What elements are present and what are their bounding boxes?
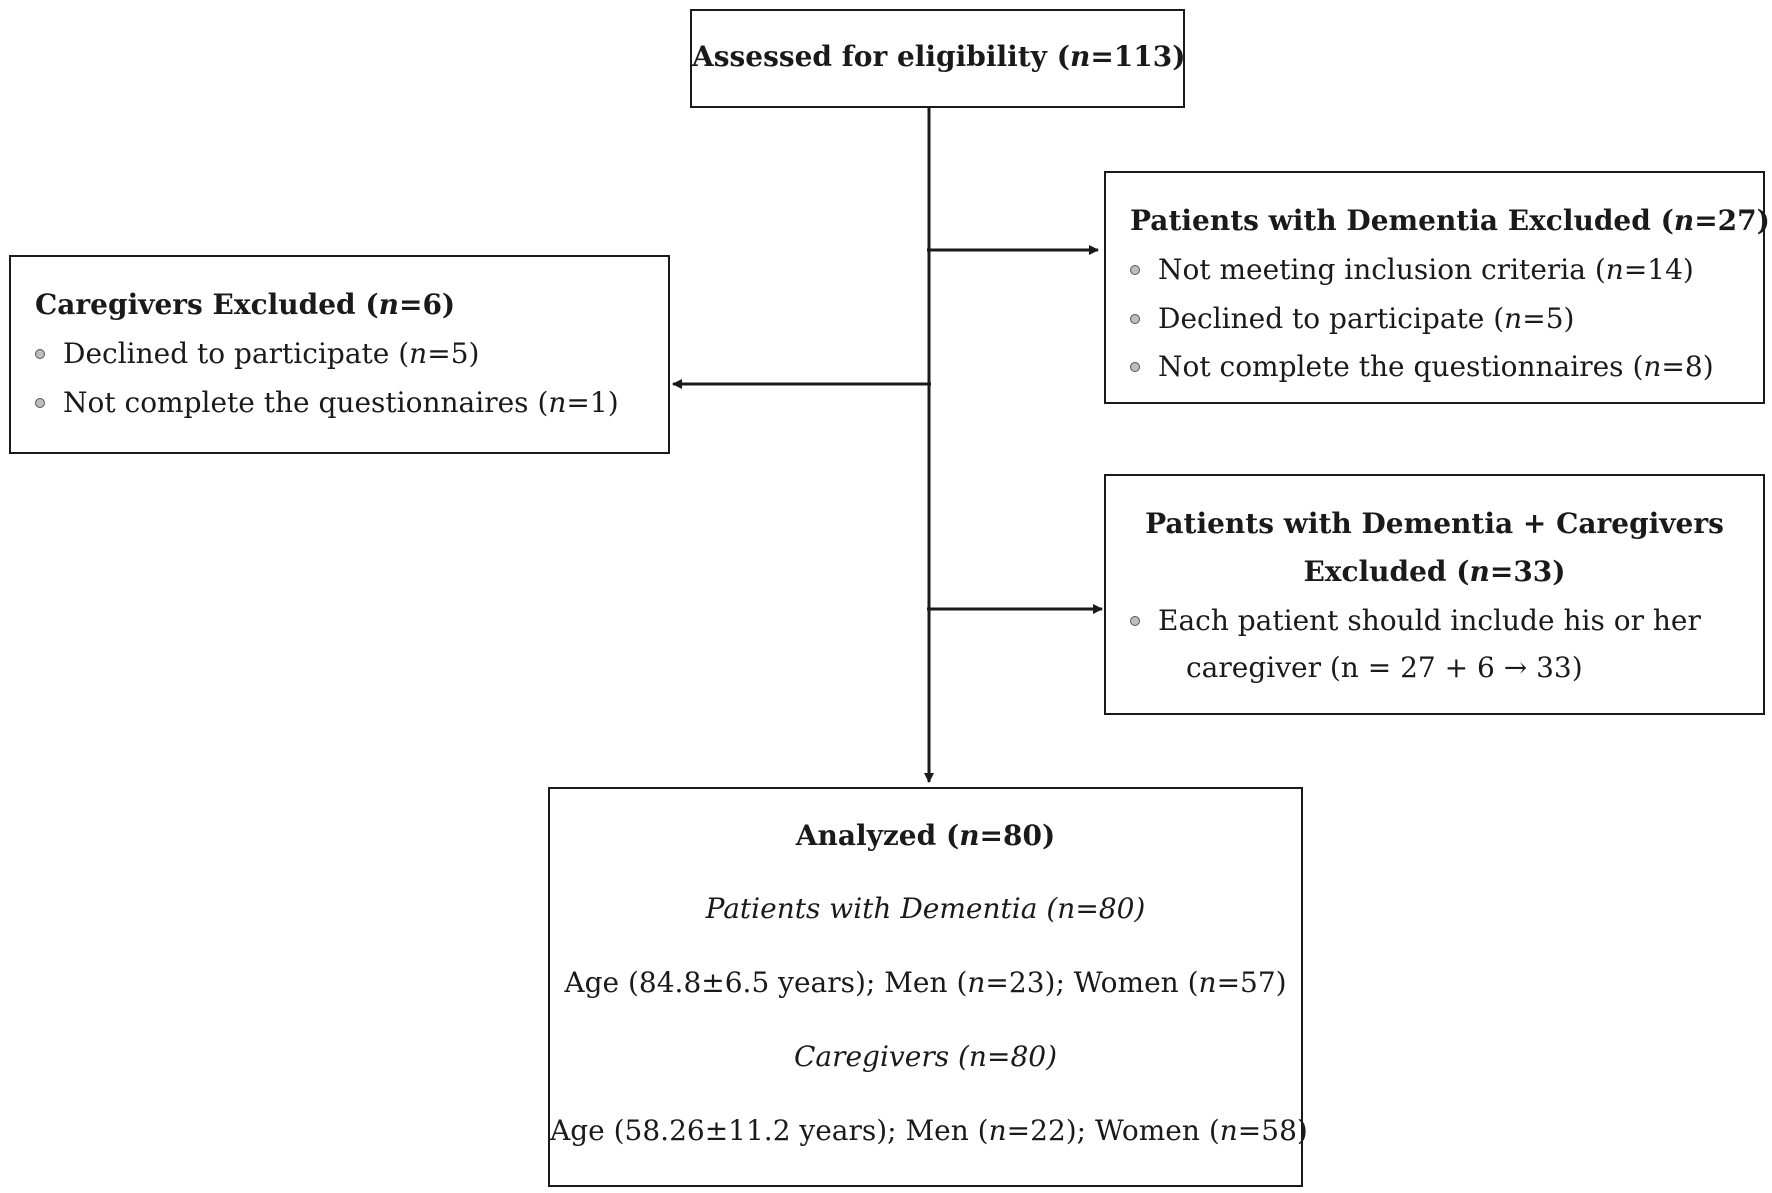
pairs-excluded-title-line2: Excluded (n=33) <box>1303 555 1566 588</box>
pairs-excluded-box: Patients with Dementia + Caregivers Excl… <box>1104 474 1765 715</box>
patients-excluded-item: Not meeting inclusion criteria (n=14) <box>1130 246 1694 294</box>
assessed-title: Assessed for eligibility (n=113) <box>692 40 1186 73</box>
pairs-excluded-item: Each patient should include his or her <box>1130 597 1701 645</box>
bullet-icon <box>1130 264 1140 275</box>
caregivers-analyzed-heading: Caregivers (n=80) <box>793 1040 1057 1073</box>
pairs-excluded-item-continued: caregiver (n = 27 + 6 → 33) <box>1186 651 1583 684</box>
pairs-excluded-title-line1: Patients with Dementia + Caregivers <box>1145 507 1724 540</box>
bullet-icon <box>1130 313 1140 324</box>
patients-excluded-box: Patients with Dementia Excluded (n=27) N… <box>1104 171 1770 404</box>
caregivers-analyzed-detail: Age (58.26±11.2 years); Men (n=22); Wome… <box>550 1114 1308 1147</box>
bullet-icon <box>1130 615 1140 626</box>
patients-analyzed-heading: Patients with Dementia (n=80) <box>705 892 1146 925</box>
analyzed-box: Analyzed (n=80) Patients with Dementia (… <box>548 787 1308 1187</box>
patients-analyzed-detail: Age (84.8±6.5 years); Men (n=23); Women … <box>564 966 1287 999</box>
patients-excluded-item: Not complete the questionnaires (n=8) <box>1130 343 1714 391</box>
bullet-icon <box>1130 361 1140 372</box>
caregivers-excluded-item: Not complete the questionnaires (n=1) <box>35 379 619 427</box>
patients-excluded-item: Declined to participate (n=5) <box>1130 295 1574 343</box>
assessed-box: Assessed for eligibility (n=113) <box>690 9 1185 108</box>
bullet-icon <box>35 397 45 408</box>
caregivers-excluded-title: Caregivers Excluded (n=6) <box>35 288 456 321</box>
analyzed-title: Analyzed (n=80) <box>795 819 1056 852</box>
bullet-icon <box>35 348 45 359</box>
caregivers-excluded-item: Declined to participate (n=5) <box>35 330 479 378</box>
caregivers-excluded-box: Caregivers Excluded (n=6) Declined to pa… <box>9 255 670 454</box>
patients-excluded-title: Patients with Dementia Excluded (n=27) <box>1130 204 1770 237</box>
